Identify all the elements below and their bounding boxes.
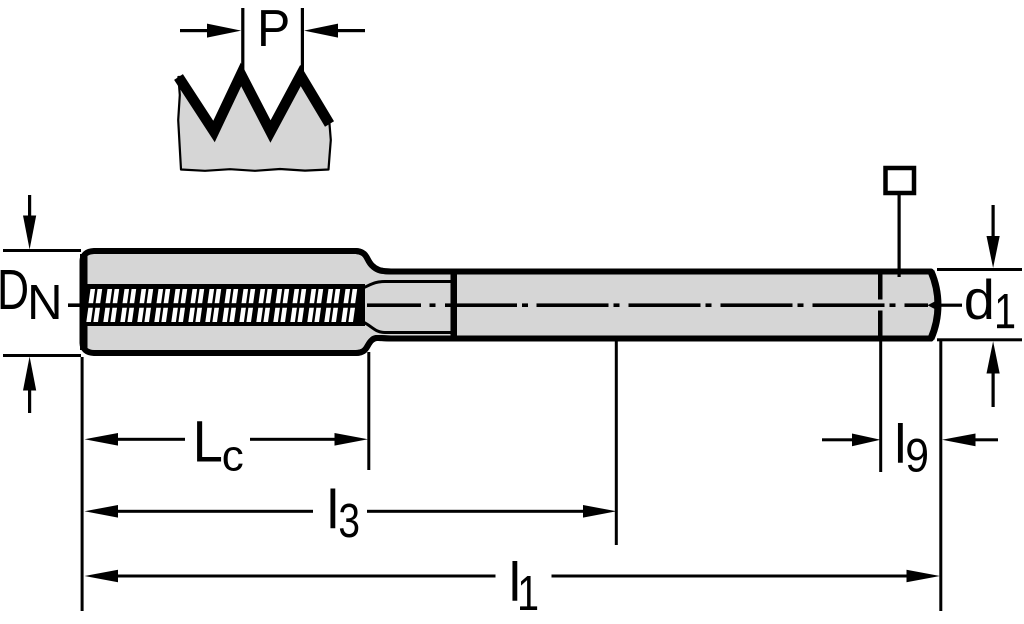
svg-text:L: L (193, 409, 223, 474)
svg-text:l: l (509, 551, 521, 613)
svg-text:c: c (222, 432, 244, 481)
svg-text:l: l (327, 478, 339, 540)
svg-text:9: 9 (905, 428, 929, 482)
svg-text:3: 3 (338, 494, 360, 548)
svg-text:l: l (894, 413, 906, 475)
svg-text:d: d (964, 268, 995, 331)
svg-text:1: 1 (517, 567, 539, 621)
svg-text:P: P (257, 0, 290, 57)
svg-text:1: 1 (994, 285, 1016, 339)
svg-text:N: N (27, 276, 62, 330)
svg-text:D: D (0, 258, 29, 322)
